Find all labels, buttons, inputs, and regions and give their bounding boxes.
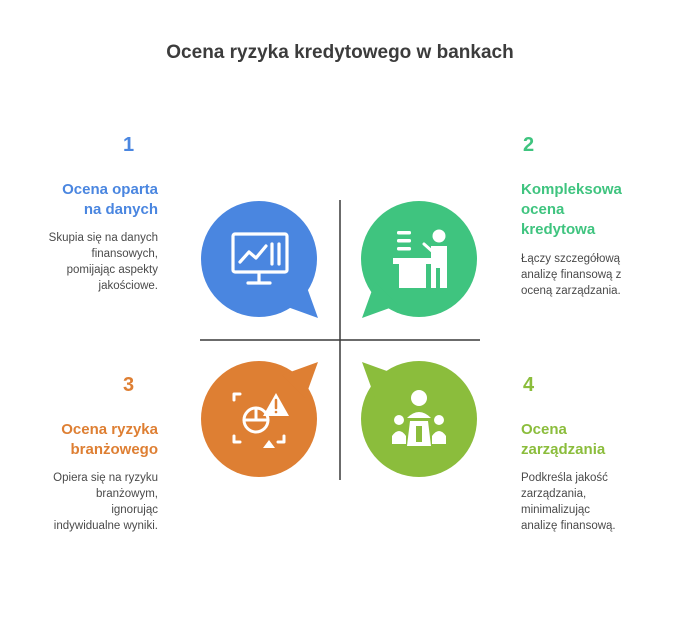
quadrant-2-description: Łączy szczegółową analizę finansową z oc… [521,253,622,297]
page-title: Ocena ryzyka kredytowego w bankach [166,42,514,63]
quadrant-1-number: 1 [123,134,135,156]
quadrant-3-bubble [201,361,318,477]
quadrant-3-description: Opiera się na ryzyku branżowym, ignorują… [53,472,158,532]
quadrant-2-heading: Kompleksowa ocena kredytowa [521,181,622,238]
presenter-podium-icon [393,229,447,288]
quadrant-3-number: 3 [123,374,135,396]
quadrant-1-heading: Ocena oparta na danych [62,181,158,218]
quadrant-4-description: Podkreśla jakość zarządzania, minimalizu… [521,472,616,532]
quadrant-4-number: 4 [523,374,535,396]
quadrant-4-bubble [361,361,477,477]
monitor-chart-icon [231,232,289,285]
quadrant-2-number: 2 [523,134,535,156]
quadrant-4-heading: Ocena zarządzania [521,421,606,458]
quadrant-1-bubble [201,201,318,318]
risk-analysis-icon [232,392,289,448]
meeting-table-icon [392,390,446,446]
quadrant-3-heading: Ocena ryzyka branżowego [61,421,158,458]
quadrant-2-bubble [361,201,477,318]
quadrant-1-description: Skupia się na danych finansowych, pomija… [48,232,158,292]
